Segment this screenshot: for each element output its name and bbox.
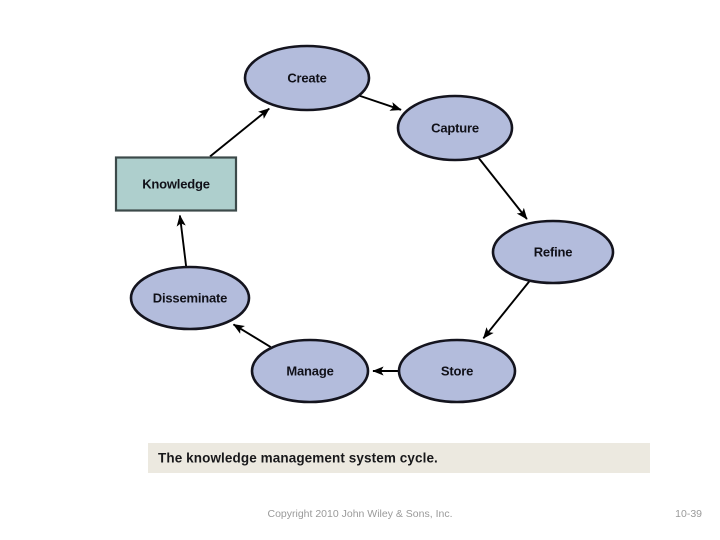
node-layer [114,44,615,404]
edge-layer [176,95,530,376]
node-shape-capture[interactable] [396,94,514,162]
node-shape-disseminate[interactable] [129,265,251,331]
node-shape-knowledge[interactable] [114,156,238,212]
arrow-create-to-capture [359,95,402,111]
arrow-refine-to-store [482,280,530,339]
arrow-manage-to-disseminate [232,323,272,348]
arrow-capture-to-refine [478,157,528,220]
node-shape-store[interactable] [397,338,517,404]
arrow-disseminate-to-knowledge [176,214,188,267]
footer-page-number: 10-39 [675,508,702,520]
caption-band: The knowledge management system cycle. [148,443,650,473]
diagram-svg [114,44,615,404]
footer-copyright: Copyright 2010 John Wiley & Sons, Inc. [267,508,453,520]
node-shape-refine[interactable] [491,219,615,285]
arrow-knowledge-to-create [209,107,270,158]
node-shape-manage[interactable] [250,338,370,404]
node-shape-create[interactable] [243,44,371,112]
caption-text: The knowledge management system cycle. [158,450,438,466]
